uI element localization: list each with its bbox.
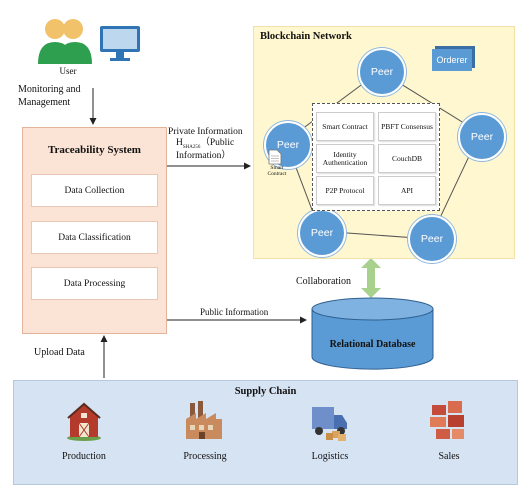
stage-sales: Sales <box>438 451 460 462</box>
module-pbft-consensus: PBFT Consensus <box>378 112 436 141</box>
module-smart-contract: Smart Contract <box>316 112 374 141</box>
module-couchdb: CouchDB <box>378 144 436 173</box>
database-cylinder <box>311 297 434 370</box>
peer-node-bottom-left: Peer <box>298 209 346 257</box>
smart-contract-doc-line2: Contract <box>267 171 287 178</box>
module-p2p-protocol: P2P Protocol <box>316 176 374 205</box>
private-information-label: Private Information HSHA256（Public Infor… <box>168 127 258 161</box>
private-info-line2: HSHA256（Public <box>168 138 258 151</box>
smart-contract-doc-label: Smart Contract <box>264 165 290 177</box>
user-area: User <box>30 16 145 86</box>
module-identity-authentication: Identity Authentication <box>316 144 374 173</box>
peer-node-top: Peer <box>358 48 406 96</box>
private-info-line3: Information） <box>176 150 231 161</box>
private-info-line2-rest: （Public <box>200 137 235 148</box>
hash-subscript: SHA256 <box>182 144 201 150</box>
data-collection-box: Data Collection <box>31 174 158 207</box>
document-icon <box>268 149 282 165</box>
upload-data-label: Upload Data <box>34 347 85 358</box>
orderer-node: Orderer <box>432 49 472 71</box>
blockchain-network: Blockchain Network Orderer Peer Peer Pee… <box>253 26 515 263</box>
blockchain-title: Blockchain Network <box>260 31 352 42</box>
factory-icon <box>186 401 222 439</box>
monitoring-line2: Management <box>18 96 71 108</box>
hash-symbol: H <box>176 137 183 148</box>
monitoring-line1: Monitoring and <box>18 84 81 95</box>
smart-contract-doc-line1: Smart <box>270 165 284 171</box>
traceability-system: Traceability System Data Collection Data… <box>22 127 167 334</box>
module-api: API <box>378 176 436 205</box>
smart-contract-document: Smart Contract <box>264 149 294 177</box>
stage-production: Production <box>62 451 106 462</box>
monitor-icon <box>100 26 140 61</box>
data-classification-box: Data Classification <box>31 221 158 254</box>
peer-node-bottom-right: Peer <box>408 215 456 263</box>
data-processing-box: Data Processing <box>31 267 158 300</box>
blockchain-modules: Smart Contract PBFT Consensus Identity A… <box>312 103 440 211</box>
user-label: User <box>59 66 77 76</box>
stage-processing: Processing <box>183 451 227 462</box>
user-group-icon <box>38 19 92 64</box>
truck-icon <box>312 407 347 441</box>
supply-chain: Supply Chain Production <box>13 380 518 485</box>
public-information-label: Public Information <box>200 307 269 317</box>
barn-icon <box>67 402 101 441</box>
database-label: Relational Database <box>329 339 416 350</box>
stage-logistics: Logistics <box>311 451 349 462</box>
collaboration-arrow <box>361 258 381 298</box>
monitoring-label: Monitoring and Management <box>18 84 113 109</box>
collaboration-label: Collaboration <box>296 276 351 287</box>
store-icon <box>430 401 464 439</box>
traceability-title: Traceability System <box>48 144 141 156</box>
supply-chain-title: Supply Chain <box>234 386 297 397</box>
peer-node-right: Peer <box>458 113 506 161</box>
private-info-line1: Private Information <box>168 127 243 137</box>
